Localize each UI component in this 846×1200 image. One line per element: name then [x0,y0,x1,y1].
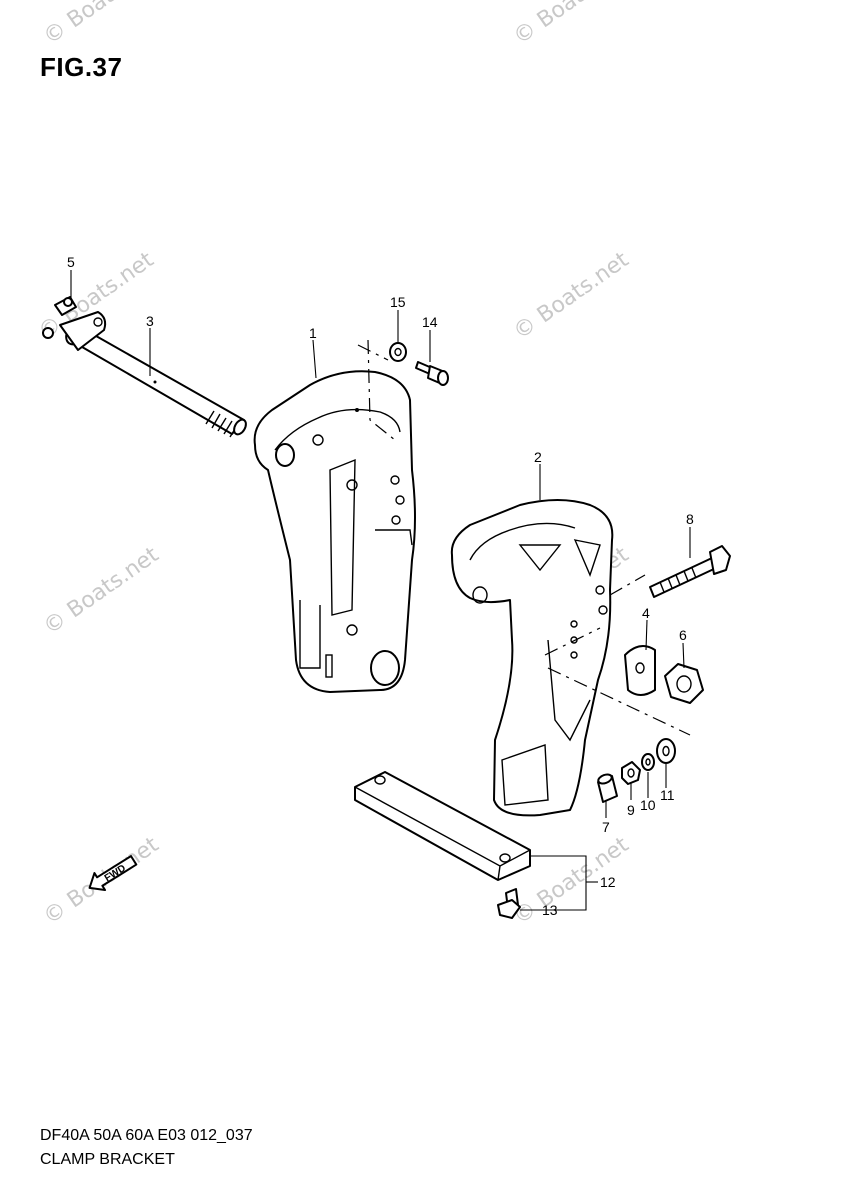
callout-3: 3 [146,313,154,329]
callout-4: 4 [642,605,650,621]
callout-11: 11 [660,787,675,803]
part-9-nut [621,761,641,785]
watermark: © Boats.net [39,542,164,640]
callout-6: 6 [679,627,687,643]
part-4-plate [624,645,656,696]
part-1-clamp-bracket-left [253,370,416,693]
part-5-grease-fitting [42,296,77,339]
part-8-hex-bolt [649,545,731,598]
part-13-bolt [497,888,521,919]
part-11-washer [656,738,676,764]
part-7-collar [597,773,618,803]
part-3-shaft [59,311,247,438]
callout-14: 14 [422,314,438,330]
part-6-nut [664,663,704,704]
callout-10: 10 [640,797,656,813]
callout-13: 13 [542,902,558,918]
callout-labels: 1 2 3 4 5 6 7 8 9 10 11 12 13 14 15 [67,254,694,918]
figure-title: FIG.37 [40,52,123,82]
part-2-clamp-bracket-right [450,499,614,817]
leader-lines [70,270,691,911]
callout-8: 8 [686,511,694,527]
callout-7: 7 [602,819,610,835]
part-10-washer [641,753,655,771]
part-15-washer [389,342,407,362]
watermark: © Boats.net [509,247,634,345]
callout-1: 1 [309,325,317,341]
part-14-bolt [415,361,449,386]
callout-5: 5 [67,254,75,270]
model-code: DF40A 50A 60A E03 012_037 [40,1127,253,1144]
callout-9: 9 [627,802,635,818]
callout-2: 2 [534,449,542,465]
figure-caption: CLAMP BRACKET [40,1151,175,1168]
watermark: © Boats.net [509,0,634,50]
part-12-bar [354,771,531,881]
watermark: © Boats.net [39,0,164,50]
assembly-center-lines [357,339,691,736]
callout-15: 15 [390,294,406,310]
callout-12: 12 [600,874,616,890]
